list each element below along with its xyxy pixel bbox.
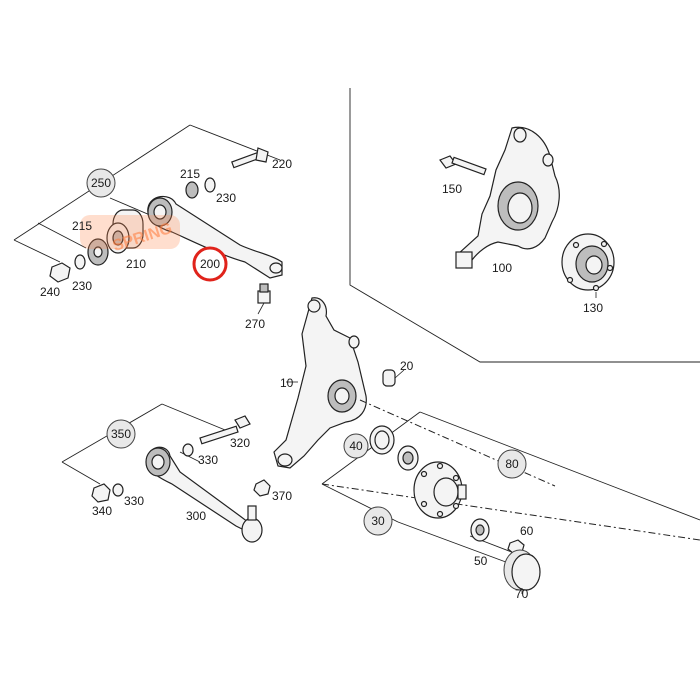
nut-340 [91,483,111,503]
label-50: 50 [474,554,488,568]
label-320: 320 [230,436,250,450]
leader-line [13,239,61,263]
leader-line [397,521,523,569]
strut-ball-joint [241,517,263,543]
panel-boundary-line [349,88,700,363]
hub-bearing-group [321,399,700,594]
label-300: 300 [186,509,206,523]
bushing-215-bore [93,246,103,258]
label-20: 20 [400,359,414,373]
bushing-215-upper [185,181,199,199]
leader-line [257,302,265,315]
label-370: 370 [272,489,292,503]
svg-text:200: 200 [200,257,220,271]
watermark-highlight [80,215,180,249]
circled-label-350: 350 [106,419,136,449]
label-215-lower: 215 [72,219,92,233]
plug-20 [382,369,396,387]
carrier-bore-inner [334,387,350,405]
label-270: 270 [245,317,265,331]
control-arm-200 [147,195,283,279]
bearing-inner-bore [402,451,414,465]
wheel-hub-130 [561,233,615,292]
circled-label-80: 80 [497,449,527,479]
leader-line [394,369,405,379]
carrier-10 [273,297,367,469]
knuckle-side-eye [542,153,554,167]
knuckle-lower-mount [455,251,473,269]
label-70: 70 [515,587,529,601]
label-340: 340 [92,504,112,518]
wheel-hub-80 [413,461,467,519]
leader-line [37,222,87,249]
nut-370 [253,479,271,497]
svg-text:350: 350 [111,427,131,441]
washer-330-lower [112,483,124,497]
seal-40-bore [374,430,390,450]
strut-rod-group [61,403,271,543]
bolt-320 [199,415,251,445]
control-arm-group: SPRING [13,124,283,315]
circled-label-40: 40 [343,433,369,459]
bushing-210 [106,209,144,254]
carrier-top-eye [307,299,321,313]
label-60: 60 [520,524,534,538]
label-150: 150 [442,182,462,196]
label-230-lower: 230 [72,279,92,293]
label-330-upper: 330 [198,453,218,467]
leader-line [419,411,700,521]
washer-330-upper [182,443,194,457]
ball-joint-270 [257,283,271,304]
carrier-side-eye [348,335,360,349]
circled-label-30: 30 [363,506,393,536]
label-210: 210 [126,257,146,271]
washer-230-lower [74,254,86,270]
knuckle-top-eye [513,127,527,143]
label-130: 130 [583,301,603,315]
circled-label-250: 250 [86,168,116,198]
label-220: 220 [272,157,292,171]
svg-text:40: 40 [349,439,363,453]
label-100: 100 [492,261,512,275]
ball-joint-end [269,262,283,274]
arm-bushing-bore [153,204,167,220]
bolt-220 [231,147,269,169]
strut-ball-stud [247,505,257,521]
knuckle-group [439,126,615,298]
leader-line [321,411,421,485]
label-330-lower: 330 [124,494,144,508]
washer-230-upper [204,177,216,193]
knuckle-bore-inner [507,192,533,224]
svg-text:30: 30 [371,514,385,528]
label-215-upper: 215 [180,167,200,181]
highlighted-label-200: 200 [192,246,228,282]
leader-line [61,461,101,485]
bearing-outer-bore [475,524,485,536]
center-axis-line [359,399,556,487]
svg-text:250: 250 [91,176,111,190]
label-240: 240 [40,285,60,299]
label-230-upper: 230 [216,191,236,205]
nut-240 [49,262,71,283]
knuckle-carrier-group [273,297,405,469]
center-axis-line [321,483,700,541]
carrier-lower-eye [277,453,293,467]
svg-text:80: 80 [505,457,519,471]
bolt-150 [439,155,487,176]
strut-rod-bushing-bore [151,454,165,470]
label-10: 10 [280,376,294,390]
dust-cap-70 [503,549,541,591]
leader-line [161,403,231,433]
